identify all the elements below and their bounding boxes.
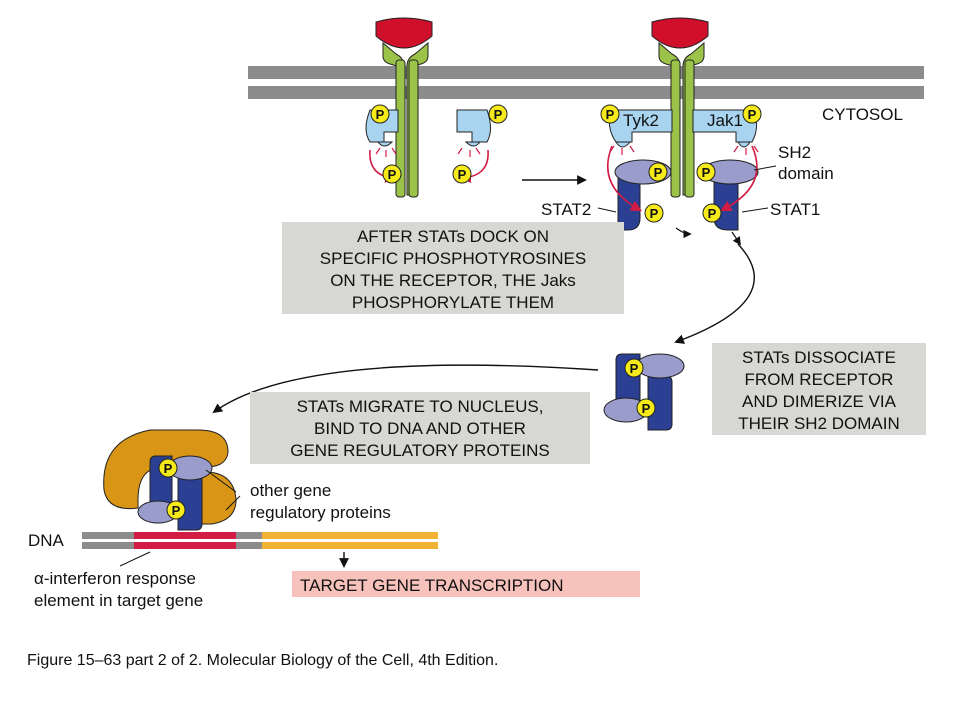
phosphate-icon xyxy=(488,104,508,124)
phosphate-label: P xyxy=(494,107,503,122)
sh2-domain-label: domain xyxy=(778,164,834,183)
phosphate-icon xyxy=(742,104,762,124)
dissociate-arrow xyxy=(674,243,755,344)
phosphate-label: P xyxy=(650,206,659,221)
other-gene-label: other gene xyxy=(250,481,331,500)
phosphate-icon xyxy=(644,203,664,223)
pointer-line xyxy=(205,469,237,493)
phosphate-icon xyxy=(702,203,722,223)
migrate-line-3: GENE REGULATORY PROTEINS xyxy=(290,441,549,460)
alpha-interferon-label: α-interferon response xyxy=(34,569,196,588)
dissociate-line-1: STATs DISSOCIATE xyxy=(742,348,896,367)
dissociate-line-4: THEIR SH2 DOMAIN xyxy=(738,414,900,433)
tyk2-label: Tyk2 xyxy=(623,111,659,130)
dock-line-3: ON THE RECEPTOR, THE Jaks xyxy=(330,271,576,290)
dissociate-line-3: AND DIMERIZE VIA xyxy=(742,392,897,411)
phosphate-label: P xyxy=(702,165,711,180)
target-caption-box xyxy=(292,571,640,597)
stat1-label: STAT1 xyxy=(770,200,820,219)
dock-line-2: SPECIFIC PHOSPHOTYROSINES xyxy=(320,249,586,268)
jak1-label: Jak1 xyxy=(707,111,743,130)
receptor-left xyxy=(375,17,433,198)
migrate-line-1: STATs MIGRATE TO NUCLEUS, xyxy=(297,397,544,416)
stat-dimer xyxy=(603,353,685,431)
phosphate-label: P xyxy=(630,361,639,376)
phosphate-icon xyxy=(166,500,186,520)
phosphate-icon xyxy=(600,104,620,124)
phosphate-icon xyxy=(648,162,668,182)
figure-caption: Figure 15–63 part 2 of 2. Molecular Biol… xyxy=(27,652,499,669)
phosphate-label: P xyxy=(172,503,181,518)
migrate-caption-box xyxy=(250,392,590,464)
pointer-line xyxy=(119,551,151,567)
migrate-line-2: BIND TO DNA AND OTHER xyxy=(314,419,526,438)
dock-caption-box xyxy=(282,222,624,314)
jak-left-b xyxy=(456,109,491,147)
dock-line-1: AFTER STATs DOCK ON xyxy=(357,227,549,246)
target-transcription-label: TARGET GENE TRANSCRIPTION xyxy=(300,576,564,595)
phosphate-icon xyxy=(452,164,472,184)
phosphate-icon xyxy=(382,164,402,184)
phosphate-label: P xyxy=(606,107,615,122)
receptor-right xyxy=(651,17,709,198)
cytosol-label: CYTOSOL xyxy=(822,105,903,124)
dock-line-4: PHOSPHORYLATE THEM xyxy=(352,293,554,312)
phosphate-label: P xyxy=(164,461,173,476)
phosphate-groups: P P P P P P P P P P P P P P xyxy=(158,104,762,520)
stat2-release-arrow xyxy=(675,227,692,239)
cell-membrane xyxy=(248,66,924,99)
phosphorylation-arrows-right xyxy=(607,145,759,212)
phosphate-label: P xyxy=(748,107,757,122)
phosphate-icon xyxy=(636,398,656,418)
phosphate-label: P xyxy=(388,167,397,182)
stat1-release-arrow xyxy=(731,231,741,246)
phosphate-label: P xyxy=(654,165,663,180)
phosphate-label: P xyxy=(708,206,717,221)
dna-label: DNA xyxy=(28,531,65,550)
response-element-label: element in target gene xyxy=(34,591,203,610)
phosphate-label: P xyxy=(376,107,385,122)
phosphate-icon xyxy=(158,458,178,478)
stat2-label: STAT2 xyxy=(541,200,591,219)
migrate-arrow xyxy=(212,364,599,414)
phosphate-label: P xyxy=(642,401,651,416)
phosphate-label: P xyxy=(458,167,467,182)
dissociate-caption-box xyxy=(712,343,926,435)
regulatory-proteins-label: regulatory proteins xyxy=(250,503,391,522)
phosphate-icon xyxy=(696,162,716,182)
phosphate-icon xyxy=(370,104,390,124)
sh2-label: SH2 xyxy=(778,143,811,162)
dissociate-line-2: FROM RECEPTOR xyxy=(745,370,894,389)
phosphate-icon xyxy=(624,358,644,378)
dna-strands xyxy=(82,532,438,549)
pointer-line xyxy=(225,495,241,511)
